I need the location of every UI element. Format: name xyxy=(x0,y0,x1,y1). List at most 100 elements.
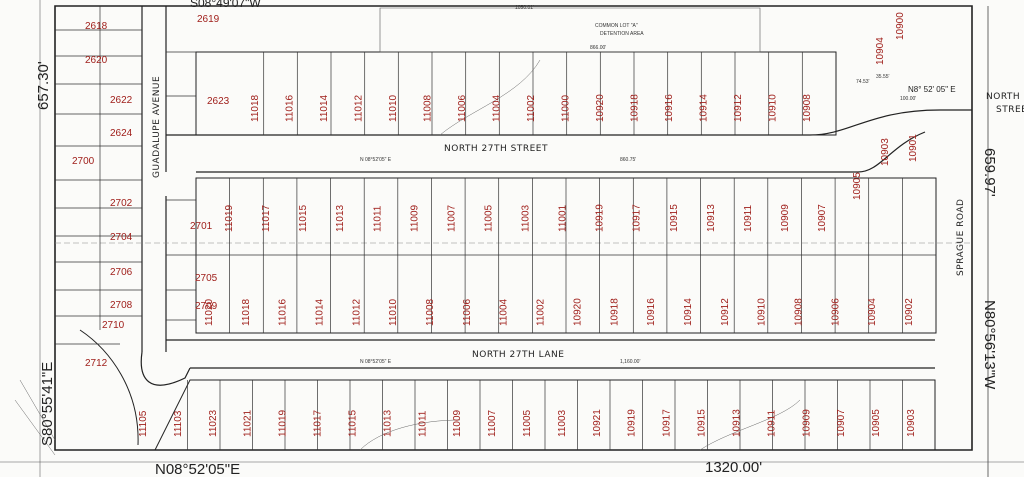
lot-lines xyxy=(187,52,936,450)
lot-number: 2704 xyxy=(110,232,133,243)
lot-number: 11014 xyxy=(319,94,330,122)
lot-number: 2620 xyxy=(85,55,108,66)
east-lot-numbers: 10904 10900 10905 10903 10901 xyxy=(852,12,919,200)
street-bearing-label: N 08°52'05" E xyxy=(360,157,392,163)
lot-number: 10905 xyxy=(871,409,882,437)
lot-number: 11009 xyxy=(452,409,463,437)
lot-number: 10912 xyxy=(720,298,731,326)
right-bearing-label: N80°56'13"W xyxy=(981,300,998,390)
lot-number: 11010 xyxy=(388,298,399,326)
lot-number: 11014 xyxy=(315,298,326,326)
top-bearing-fragment-label: S08°49'07"W xyxy=(190,0,261,10)
lot-number: 11005 xyxy=(522,409,533,437)
left-bearing-label: S80°55'41"E xyxy=(39,362,56,446)
lot-number: 10917 xyxy=(662,409,673,437)
lot-number: 10903 xyxy=(906,409,917,437)
north-27-street-east-label: NORTH 27 xyxy=(986,92,1024,102)
dim-100-label: 100.00' xyxy=(900,96,916,102)
dim-7453-label: 74.53' xyxy=(856,79,870,85)
west-lot-numbers: 2618 2620 2622 2624 2700 2702 2704 2706 … xyxy=(72,14,230,369)
lot-number: 2618 xyxy=(85,21,108,32)
lot-number: 10901 xyxy=(908,134,919,162)
lot-number: 10919 xyxy=(627,409,638,437)
lot-number: 10909 xyxy=(801,409,812,437)
lot-number: 11105 xyxy=(138,410,149,437)
lot-number: 11016 xyxy=(285,94,296,122)
lot-number: 10907 xyxy=(836,409,847,437)
lot-number: 11006 xyxy=(462,298,473,326)
lot-number: 2709 xyxy=(195,301,218,312)
lot-number: 11007 xyxy=(487,409,498,437)
lot-number: 10905 xyxy=(852,172,863,200)
lot-number: 10911 xyxy=(766,409,777,437)
lot-number: 10902 xyxy=(904,298,915,326)
lot-number: 11018 xyxy=(241,298,252,326)
lot-number: 2623 xyxy=(207,96,230,107)
lot-number: 11013 xyxy=(382,409,393,437)
lot-number: 10904 xyxy=(875,37,886,65)
lot-number: 10917 xyxy=(632,204,643,232)
lot-number: 11016 xyxy=(278,298,289,326)
lot-number: 2712 xyxy=(85,358,108,369)
lot-number: 10920 xyxy=(572,298,583,326)
lot-number: 11011 xyxy=(417,410,428,437)
lot-number: 11018 xyxy=(250,94,261,122)
lot-number: 10920 xyxy=(595,94,606,122)
lot-number: 11012 xyxy=(354,94,365,122)
lot-number: 10907 xyxy=(817,204,828,232)
lot-number: 10910 xyxy=(757,298,768,326)
east-bearing-label: N8° 52' 05" E xyxy=(908,85,956,94)
right-length-label: 659.97' xyxy=(981,148,998,197)
lot-number: 11002 xyxy=(536,298,547,326)
north-27th-street-label: NORTH 27TH STREET xyxy=(444,144,548,154)
lot-number: 11009 xyxy=(409,204,420,232)
lot-number: 11000 xyxy=(561,94,572,122)
lot-number: 11019 xyxy=(278,409,289,437)
lot-number: 11003 xyxy=(521,204,532,232)
lot-number: 10918 xyxy=(609,298,620,326)
bottom-length-label: 1320.00' xyxy=(705,459,762,476)
lot-number: 10910 xyxy=(768,94,779,122)
lot-number: 11019 xyxy=(224,204,235,232)
lot-number: 10911 xyxy=(743,204,754,232)
lot-number: 10914 xyxy=(699,94,710,122)
lot-number: 11103 xyxy=(173,410,184,437)
lot-number: 2706 xyxy=(110,267,133,278)
north-27th-lane-label: NORTH 27TH LANE xyxy=(472,350,564,360)
guadalupe-avenue-label: GUADALUPE AVENUE xyxy=(152,76,162,178)
lot-number: 11021 xyxy=(243,409,254,437)
lot-number: 11004 xyxy=(499,298,510,326)
north-27th-street-south-edge xyxy=(196,131,926,173)
lot-number: 11013 xyxy=(335,204,346,232)
lot-number: 11008 xyxy=(423,94,434,122)
lot-number: 11002 xyxy=(526,94,537,122)
lot-number: 2708 xyxy=(110,300,133,311)
lot-number: 10915 xyxy=(697,409,708,437)
lot-number: 10909 xyxy=(780,204,791,232)
bottom-bearing-label: N08°52'05"E xyxy=(155,461,240,477)
lot-number: 11020 xyxy=(204,298,215,326)
lot-number: 11006 xyxy=(457,94,468,122)
street-length-label: 860.75' xyxy=(620,157,636,163)
easement-marks xyxy=(14,59,801,456)
lot-number: 10913 xyxy=(732,409,743,437)
lot-number: 10916 xyxy=(664,94,675,122)
common-lot-label: COMMON LOT "A" xyxy=(595,23,638,29)
lot-number: 10904 xyxy=(867,298,878,326)
lot-number: 10908 xyxy=(802,94,813,122)
lot-number: 10916 xyxy=(646,298,657,326)
west-lot-lines xyxy=(55,6,196,345)
lot-number: 11023 xyxy=(208,409,219,437)
subdivision-boundary xyxy=(54,5,973,451)
lot-number: 2700 xyxy=(72,156,95,167)
lot-number: 2705 xyxy=(195,273,218,284)
lot-number: 11012 xyxy=(351,298,362,326)
lot-number: 10913 xyxy=(706,204,717,232)
detention-area-outline xyxy=(379,7,761,53)
lot-number: 10903 xyxy=(880,138,891,166)
left-length-label: 657.30' xyxy=(35,61,52,110)
lot-number: 2710 xyxy=(102,320,125,331)
